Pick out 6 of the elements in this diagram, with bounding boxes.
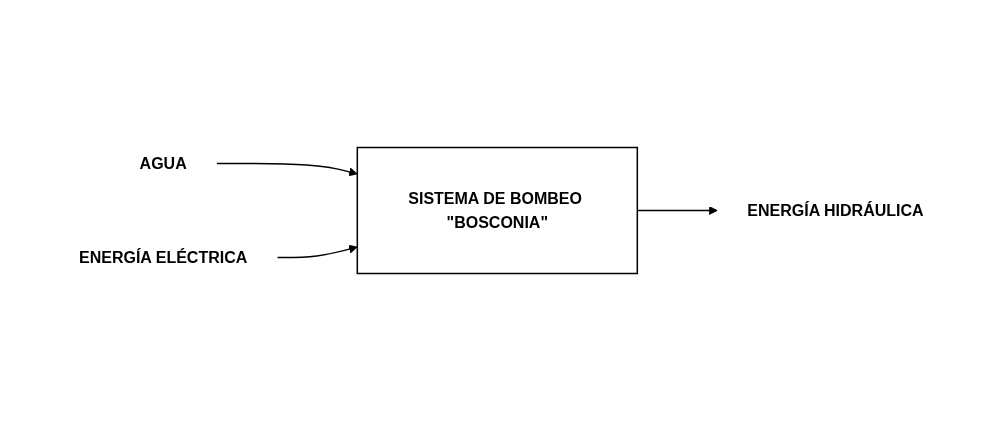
node-box: SISTEMA DE BOMBEO "BOSCONIA" bbox=[356, 146, 639, 275]
arrow bbox=[216, 162, 358, 177]
node-text: ENERGÍA HIDRÁULICA bbox=[747, 201, 924, 219]
node-text: ENERGÍA ELÉCTRICA bbox=[79, 248, 248, 266]
node-text: AGUA bbox=[139, 154, 187, 172]
arrow bbox=[276, 244, 358, 259]
